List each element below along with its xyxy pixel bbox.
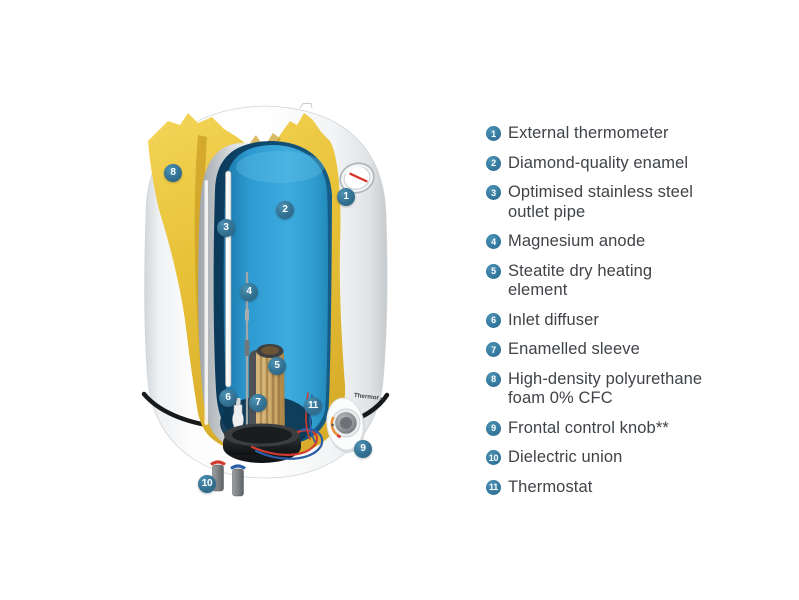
brand-logo-text: Thermor <box>354 392 380 402</box>
legend-item-number-badge: 7 <box>486 342 501 357</box>
legend-item: 7 Enamelled sleeve <box>486 340 786 360</box>
legend-item: 4 Magnesium anode <box>486 232 786 252</box>
legend-item-number-badge: 8 <box>486 371 501 387</box>
legend-item-label: High-density polyurethane foam 0% CFC <box>508 369 703 408</box>
legend-item-number-badge: 1 <box>486 126 501 141</box>
legend-item-number-badge: 10 <box>486 450 501 465</box>
legend-item-number-badge: 3 <box>486 185 501 200</box>
legend-item-number-badge: 2 <box>486 155 501 171</box>
legend-item-label: Optimised stainless steel outlet pipe <box>508 183 693 221</box>
legend-item: 10 Dielectric union <box>486 448 786 468</box>
legend-item-label: Dielectric union <box>508 448 623 466</box>
legend-item-number-badge: 4 <box>486 234 501 249</box>
legend-item-number-badge: 11 <box>486 479 501 495</box>
legend-item-number-badge: 9 <box>486 420 501 436</box>
legend-item: 6 Inlet diffuser <box>486 311 786 331</box>
legend-item: 9 Frontal control knob** <box>486 419 786 439</box>
legend-item: 2 Diamond-quality enamel <box>486 154 786 174</box>
legend-item-label: Magnesium anode <box>508 232 646 250</box>
legend-item-label: Thermostat <box>508 477 593 496</box>
union-pipes <box>210 460 246 497</box>
legend-item: 5 Steatite dry heating element <box>486 262 786 301</box>
thermometer-gauge <box>339 162 375 194</box>
legend-item-label: Steatite dry heating element <box>508 261 653 300</box>
legend-item: 3 Optimised stainless steel outlet pipe <box>486 183 786 222</box>
legend-item-label: Enamelled sleeve <box>508 340 640 358</box>
legend-item: 1 External thermometer <box>486 124 786 144</box>
legend-item-label: Diamond-quality enamel <box>508 153 689 172</box>
legend-item: 11 Thermostat <box>486 478 786 498</box>
legend-item-number-badge: 5 <box>486 263 501 279</box>
legend-item: 8 High-density polyurethane foam 0% CFC <box>486 370 786 409</box>
control-knob <box>326 397 366 453</box>
legend-item-label: Inlet diffuser <box>508 310 599 329</box>
legend-item-label: Frontal control knob** <box>508 418 669 437</box>
outlet-pipe <box>225 170 232 388</box>
water-heater-cutaway-illustration: Thermor <box>141 103 390 497</box>
brand-logo: Thermor <box>354 392 384 402</box>
mounting-base <box>223 423 301 463</box>
legend: 1 External thermometer 2 Diamond-quality… <box>486 124 786 507</box>
legend-item-number-badge: 6 <box>486 312 501 328</box>
legend-item-label: External thermometer <box>508 124 669 142</box>
